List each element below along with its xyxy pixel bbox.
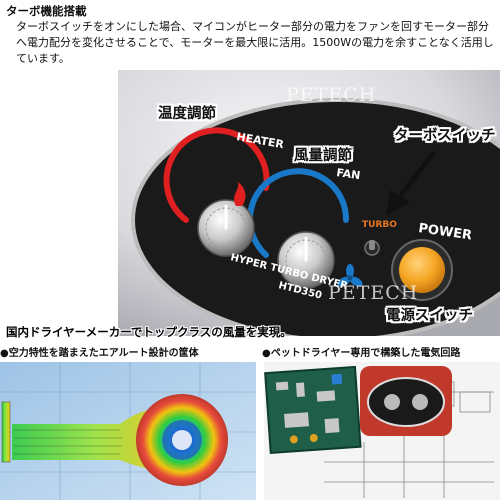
fan-icon xyxy=(337,264,363,287)
heater-arc xyxy=(163,127,270,223)
control-panel-illustration: HEATER FAN TURBO POWER HYPER TURBO DRYER… xyxy=(118,70,500,336)
airflow-knob[interactable] xyxy=(277,231,335,289)
fan-label: FAN xyxy=(336,166,362,182)
dryer-control-panel-photo: HEATER FAN TURBO POWER HYPER TURBO DRYER… xyxy=(118,70,500,336)
watermark: PETECH xyxy=(286,84,377,106)
caption-right: ●ペットドライヤー専用で構築した電気回路 xyxy=(262,348,461,359)
turbo-label: TURBO xyxy=(362,220,397,230)
temperature-callout: 温度調節 xyxy=(158,106,216,122)
caption-left: ●空力特性を踏まえたエアルート設計の筐体 xyxy=(0,348,199,359)
flame-icon xyxy=(234,182,246,206)
temperature-knob[interactable] xyxy=(197,199,255,257)
turbo-toggle-switch[interactable] xyxy=(364,240,380,256)
section-heading: ターボ機能搭載 xyxy=(6,4,87,18)
arrow-icon xyxy=(386,150,436,216)
bottom-heading: 国内ドライヤーメーカーでトップクラスの風量を実現。 xyxy=(6,325,292,339)
description-text: ターボスイッチをオンにした場合、マイコンがヒーター部分の電力をファンを回すモータ… xyxy=(16,20,494,65)
circuit-photo-image xyxy=(264,362,500,500)
power-switch-callout: 電源スイッチ xyxy=(386,308,473,324)
airflow-callout: 風量調節 xyxy=(294,148,352,164)
turbo-switch-callout: ターボスイッチ xyxy=(394,128,496,144)
power-label: POWER xyxy=(417,221,472,243)
watermark: PETECH xyxy=(328,282,419,304)
airflow-simulation-image xyxy=(0,362,256,500)
power-button[interactable] xyxy=(391,239,453,301)
